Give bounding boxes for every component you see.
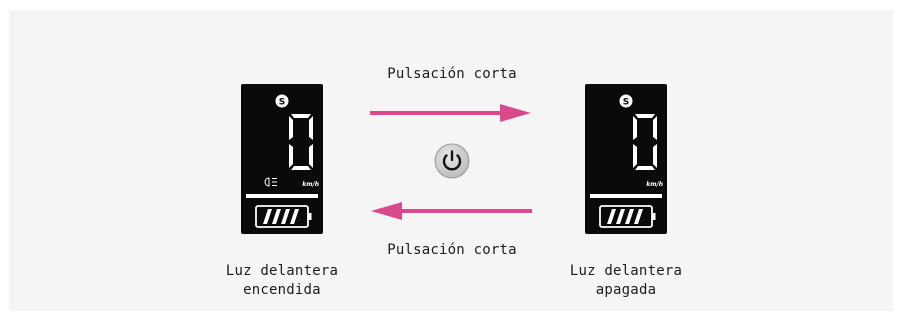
mode-badge: S	[619, 94, 633, 108]
caption-headlight-on: Luz delantera encendida	[202, 262, 362, 300]
power-icon	[434, 143, 470, 179]
display-headlight-off: S km/h	[585, 84, 667, 234]
mode-badge: S	[275, 94, 289, 108]
arrow-right	[370, 104, 531, 122]
mode-badge-label: S	[279, 98, 285, 108]
speed-digit	[633, 114, 657, 170]
caption-line: Luz delantera	[569, 263, 683, 279]
caption-line: Luz delantera	[225, 263, 339, 279]
battery-full-icon	[255, 205, 312, 228]
arrow-left	[371, 202, 532, 220]
unit-label: km/h	[302, 181, 319, 188]
caption-line: apagada	[595, 282, 657, 298]
power-button[interactable]	[434, 143, 470, 179]
mode-badge-label: S	[623, 98, 629, 108]
top-arrow-label: Pulsación corta	[387, 66, 517, 82]
headlight-icon	[264, 177, 277, 187]
divider-bar	[590, 194, 662, 198]
caption-headlight-off: Luz delantera apagada	[546, 262, 706, 300]
display-headlight-on: S km/h	[241, 84, 323, 234]
unit-label: km/h	[646, 181, 663, 188]
caption-line: encendida	[243, 282, 321, 298]
divider-bar	[246, 194, 318, 198]
bottom-arrow-label: Pulsación corta	[387, 242, 517, 258]
speed-digit	[289, 114, 313, 170]
battery-full-icon	[599, 205, 656, 228]
